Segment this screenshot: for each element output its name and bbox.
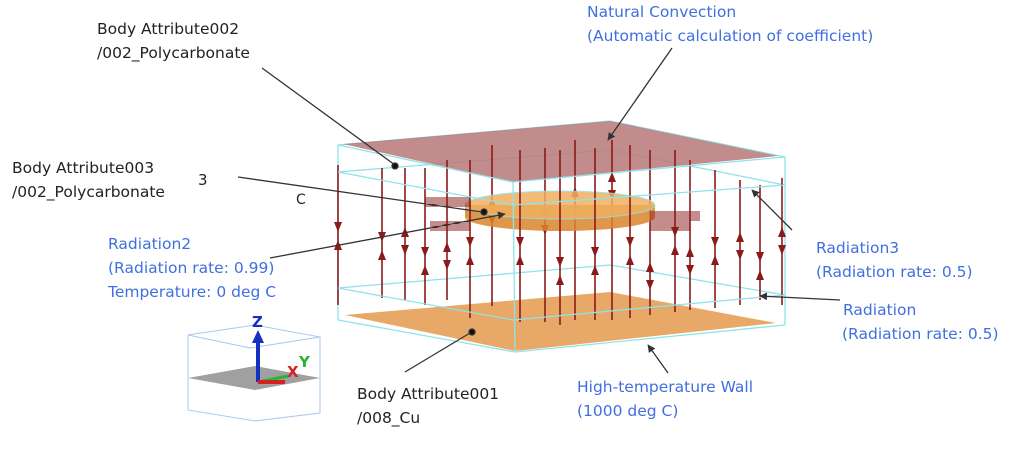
arrowhead-icon	[711, 255, 719, 265]
label-line: Temperature: 0 deg C	[108, 283, 277, 301]
arrowhead-icon	[756, 252, 764, 262]
label-radiation: Radiation (Radiation rate: 0.5)	[842, 298, 999, 346]
arrowhead-icon	[556, 275, 564, 285]
arrowhead-icon	[591, 265, 599, 275]
label-natural-convection: Natural Convection (Automatic calculation…	[587, 0, 873, 48]
radiation-arrows	[334, 140, 786, 322]
label-line: High-temperature Wall	[577, 378, 754, 396]
arrowhead-icon	[626, 255, 634, 265]
arrowhead-icon	[736, 232, 744, 242]
arrowhead-icon	[378, 250, 386, 260]
arrowhead-icon	[756, 270, 764, 280]
arrowhead-icon	[646, 262, 654, 272]
label-line: (Radiation rate: 0.99)	[108, 259, 275, 277]
arrowhead-icon	[516, 255, 524, 265]
arrowhead-icon	[516, 237, 524, 247]
label-radiation3: Radiation3 (Radiation rate: 0.5)	[816, 236, 973, 284]
arrowhead-icon	[421, 265, 429, 275]
axis-x-label: X	[287, 363, 299, 381]
leader-lines	[237, 47, 841, 374]
label-radiation2: Radiation2 (Radiation rate: 0.99) Temperat…	[108, 232, 276, 304]
label-line: Radiation	[843, 301, 917, 319]
label-line: (1000 deg C)	[577, 402, 679, 420]
label-line: (Automatic calculation of coefficient)	[587, 27, 874, 45]
axis-y-label: Y	[299, 353, 310, 371]
label-line: Body Attribute001	[357, 385, 500, 403]
label-line: (Radiation rate: 0.5)	[842, 325, 999, 343]
label-line: Body Attribute002	[97, 20, 240, 38]
arrowhead-icon	[686, 247, 694, 257]
label-line: Radiation3	[816, 239, 900, 257]
label-line: /002_Polycarbonate	[12, 183, 165, 201]
label-line: /002_Polycarbonate	[97, 44, 250, 62]
label-body-attribute002: Body Attribute002/002_Polycarbonate	[97, 17, 250, 65]
arrowhead-icon	[646, 280, 654, 290]
arrowhead-icon	[736, 250, 744, 260]
label-line: Radiation2	[108, 235, 192, 253]
label-line: Body Attribute003	[12, 159, 155, 177]
arrowhead-icon	[778, 227, 786, 237]
arrowhead-icon	[334, 222, 342, 232]
label-line: Natural Convection	[587, 3, 737, 21]
arrowhead-icon	[671, 245, 679, 255]
label-line: /008_Cu	[357, 409, 421, 427]
domain-box-front	[337, 144, 786, 353]
arrowhead-icon	[421, 247, 429, 257]
label-line: (Radiation rate: 0.5)	[816, 263, 973, 281]
axis-triad	[187, 324, 321, 422]
axis-z-label: Z	[252, 313, 263, 331]
arrowhead-icon	[626, 237, 634, 247]
arrowhead-icon	[591, 247, 599, 257]
stray-text-c: C	[296, 192, 306, 208]
arrowhead-icon	[778, 245, 786, 255]
arrowhead-icon	[608, 172, 616, 182]
arrowhead-icon	[556, 257, 564, 267]
label-body-attribute001: Body Attribute001/008_Cu	[357, 382, 499, 430]
arrowhead-icon	[401, 245, 409, 255]
arrowhead-icon	[466, 237, 474, 247]
arrowhead-icon	[466, 255, 474, 265]
arrowhead-icon	[443, 242, 451, 252]
arrowhead-icon	[686, 265, 694, 275]
label-high-temperature-wall: High-temperature Wall (1000 deg C)	[577, 375, 753, 423]
arrowhead-icon	[401, 227, 409, 237]
radiation-arrows-front	[378, 145, 764, 325]
label-body-attribute003: Body Attribute003/002_Polycarbonate	[12, 156, 165, 204]
arrowhead-icon	[711, 237, 719, 247]
arrowhead-icon	[443, 260, 451, 270]
stray-text-3: 3	[198, 171, 208, 189]
